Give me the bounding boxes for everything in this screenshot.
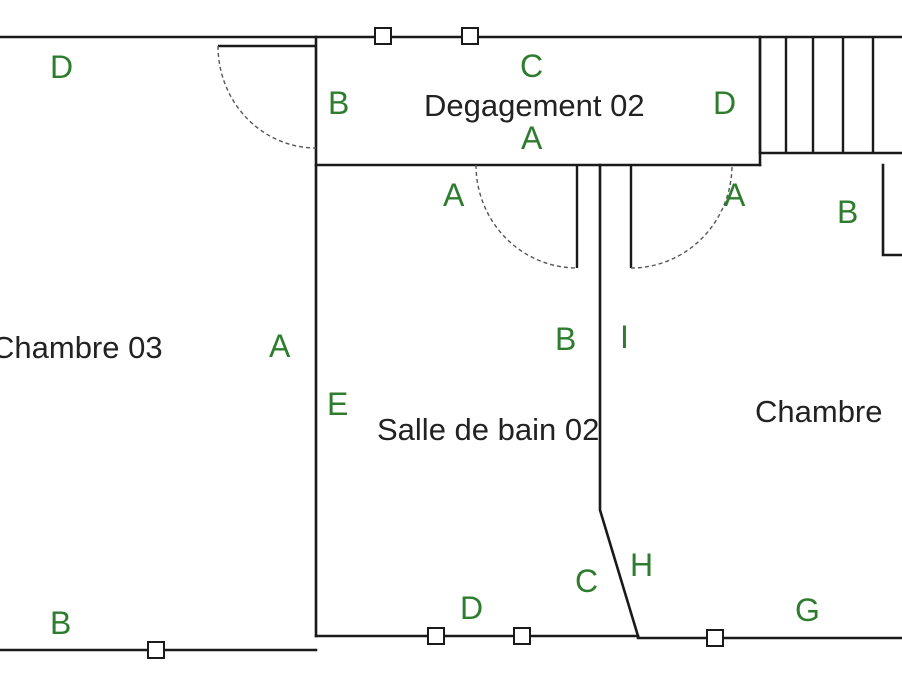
wall-label: H: [630, 547, 653, 583]
wall-label: B: [555, 321, 576, 357]
wall-closet-right: [881, 163, 902, 257]
window-handle[interactable]: [706, 629, 724, 647]
door-chambre-swing: [630, 164, 733, 269]
walls: [0, 35, 902, 652]
wall-label: C: [575, 563, 598, 599]
wall-label: D: [713, 85, 736, 121]
window-handle[interactable]: [427, 627, 445, 645]
wall-label: A: [269, 328, 291, 364]
window-handle[interactable]: [374, 27, 392, 45]
wall-handles: [147, 27, 724, 659]
room-label-chambre03: Chambre 03: [0, 330, 163, 365]
wall-label: D: [460, 590, 483, 626]
wall-label: A: [521, 120, 543, 156]
room-label-degagement02: Degagement 02: [424, 88, 645, 123]
doors: [217, 44, 733, 269]
wall-label: A: [443, 177, 465, 213]
wall-label: D: [50, 49, 73, 85]
window-handle[interactable]: [461, 27, 479, 45]
wall-label: B: [50, 605, 71, 641]
wall-label: E: [327, 386, 348, 422]
window-handle[interactable]: [513, 627, 531, 645]
wall-label: G: [795, 592, 820, 628]
room-label-salledebain02: Salle de bain 02: [377, 412, 599, 447]
room-label-chambre: Chambre: [755, 394, 883, 429]
door-bath-swing: [475, 164, 578, 269]
room-labels: Chambre 03 Degagement 02 Salle de bain 0…: [0, 88, 883, 447]
wall-label: I: [620, 319, 629, 355]
wall-label: B: [328, 85, 349, 121]
wall-labels: D C B D A A A B A B I E H C D G B: [50, 48, 858, 641]
stairs: [758, 37, 875, 153]
wall-label: B: [837, 194, 858, 230]
window-handle[interactable]: [147, 641, 165, 659]
wall-label: C: [520, 48, 543, 84]
door-chambre03-swing: [217, 45, 317, 149]
wall-bath-partition: [598, 163, 640, 638]
wall-label: A: [724, 177, 746, 213]
